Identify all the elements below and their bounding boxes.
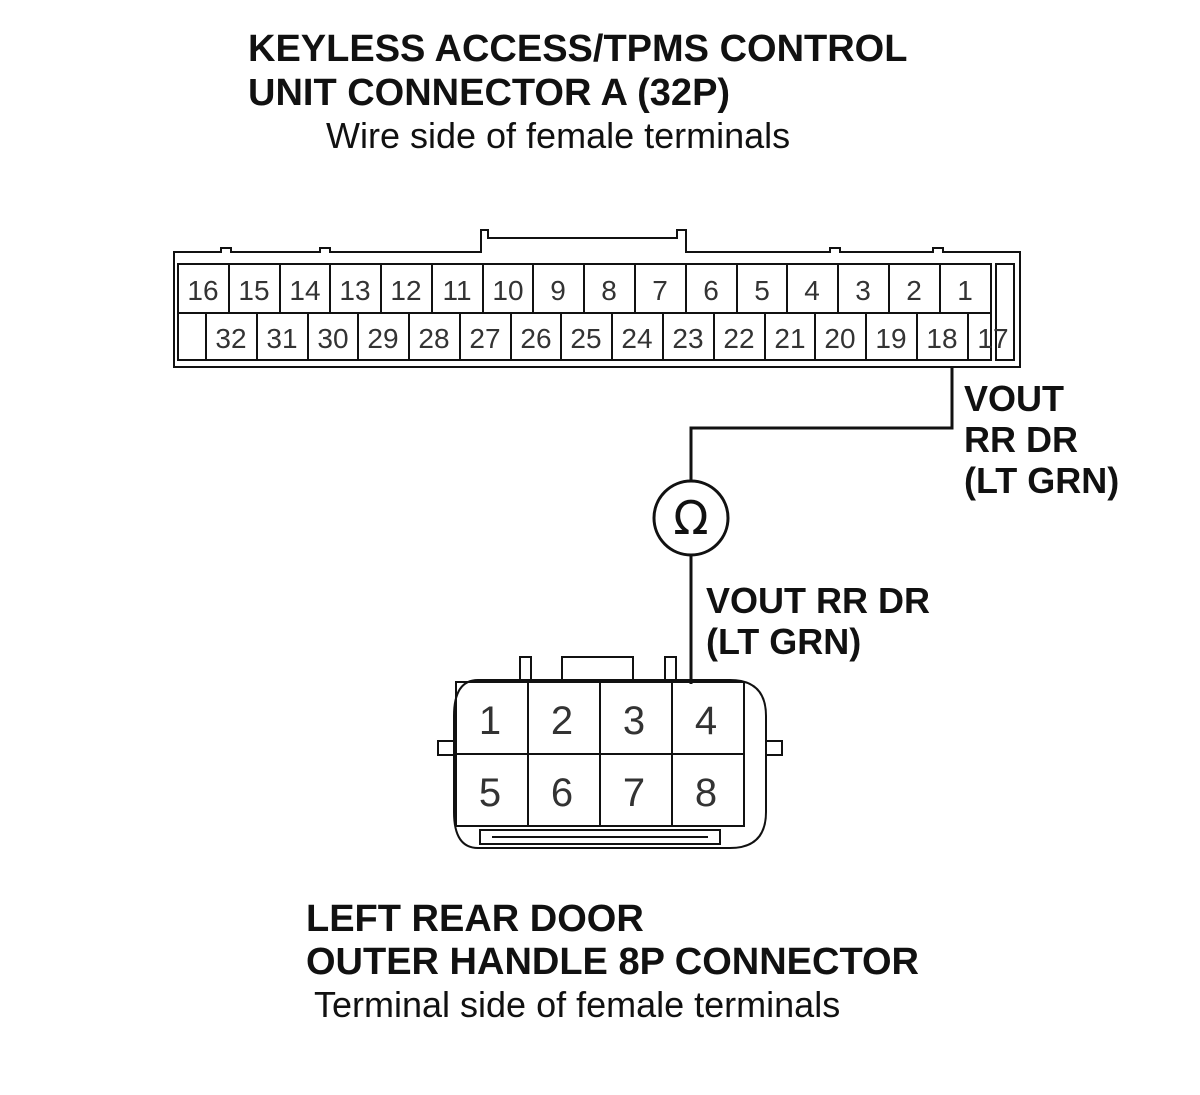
pin-label: 11 bbox=[442, 275, 471, 306]
wire-label-upper-line3: (LT GRN) bbox=[964, 460, 1120, 501]
pin-label: 23 bbox=[672, 323, 703, 354]
pin-label: 20 bbox=[824, 323, 855, 354]
pin-label: 24 bbox=[621, 323, 652, 354]
pin-label: 32 bbox=[215, 323, 246, 354]
connector-a-top-row: 16 15 14 13 12 11 10 9 8 7 6 5 4 3 2 1 bbox=[187, 275, 972, 306]
pin-label: 4 bbox=[695, 699, 717, 743]
pin-label: 26 bbox=[520, 323, 551, 354]
pin-label: 5 bbox=[754, 275, 770, 306]
pin-label: 29 bbox=[367, 323, 398, 354]
wire-label-upper-line1: VOUT bbox=[964, 378, 1065, 419]
pin-label: 19 bbox=[875, 323, 906, 354]
pin-label: 6 bbox=[703, 275, 719, 306]
pin-label: 21 bbox=[774, 323, 805, 354]
connector-b-pins: 1 2 3 4 5 6 7 8 bbox=[479, 699, 717, 815]
connector-a-title-line1: KEYLESS ACCESS/TPMS CONTROL bbox=[248, 28, 908, 70]
pin-label: 6 bbox=[551, 771, 573, 815]
pin-label: 17 bbox=[977, 323, 1008, 354]
pin-label: 4 bbox=[804, 275, 820, 306]
pin-label: 7 bbox=[652, 275, 668, 306]
test-wire bbox=[689, 367, 954, 684]
pin-label: 2 bbox=[906, 275, 922, 306]
wire-label-upper-line2: RR DR bbox=[964, 419, 1078, 460]
connector-b-title-line1: LEFT REAR DOOR bbox=[306, 898, 644, 940]
connector-b-8p bbox=[437, 656, 783, 849]
pin-label: 2 bbox=[551, 699, 573, 743]
ohmmeter-icon: Ω bbox=[652, 479, 730, 557]
connector-a-32p bbox=[173, 229, 1021, 368]
connector-b-subtitle: Terminal side of female terminals bbox=[314, 984, 841, 1025]
pin-label: 28 bbox=[418, 323, 449, 354]
connector-a-subtitle: Wire side of female terminals bbox=[326, 115, 791, 156]
pin-label: 13 bbox=[339, 275, 370, 306]
pin-label: 3 bbox=[855, 275, 871, 306]
connector-b-title-line2: OUTER HANDLE 8P CONNECTOR bbox=[306, 941, 919, 983]
pin-label: 25 bbox=[570, 323, 601, 354]
pin-label: 1 bbox=[479, 699, 501, 743]
pin-label: 31 bbox=[266, 323, 297, 354]
pin-label: 9 bbox=[550, 275, 566, 306]
pin-label: 5 bbox=[479, 771, 501, 815]
pin-label: 30 bbox=[317, 323, 348, 354]
pin-label: 1 bbox=[957, 275, 973, 306]
pin-label: 7 bbox=[623, 771, 645, 815]
connector-a-bottom-row: 32 31 30 29 28 27 26 25 24 23 22 21 20 1… bbox=[215, 323, 1008, 354]
connector-a-title-line2: UNIT CONNECTOR A (32P) bbox=[248, 72, 731, 114]
pin-label: 14 bbox=[289, 275, 320, 306]
pin-label: 8 bbox=[601, 275, 617, 306]
pin-label: 22 bbox=[723, 323, 754, 354]
pin-label: 3 bbox=[623, 699, 645, 743]
pin-label: 18 bbox=[926, 323, 957, 354]
pin-label: 27 bbox=[469, 323, 500, 354]
wire-label-lower-line1: VOUT RR DR bbox=[706, 580, 930, 621]
ohm-symbol: Ω bbox=[673, 491, 708, 545]
pin-label: 12 bbox=[390, 275, 421, 306]
pin-label: 16 bbox=[187, 275, 218, 306]
pin-label: 15 bbox=[238, 275, 269, 306]
pin-label: 8 bbox=[695, 771, 717, 815]
wire-label-lower-line2: (LT GRN) bbox=[706, 621, 862, 662]
pin-label: 10 bbox=[492, 275, 523, 306]
